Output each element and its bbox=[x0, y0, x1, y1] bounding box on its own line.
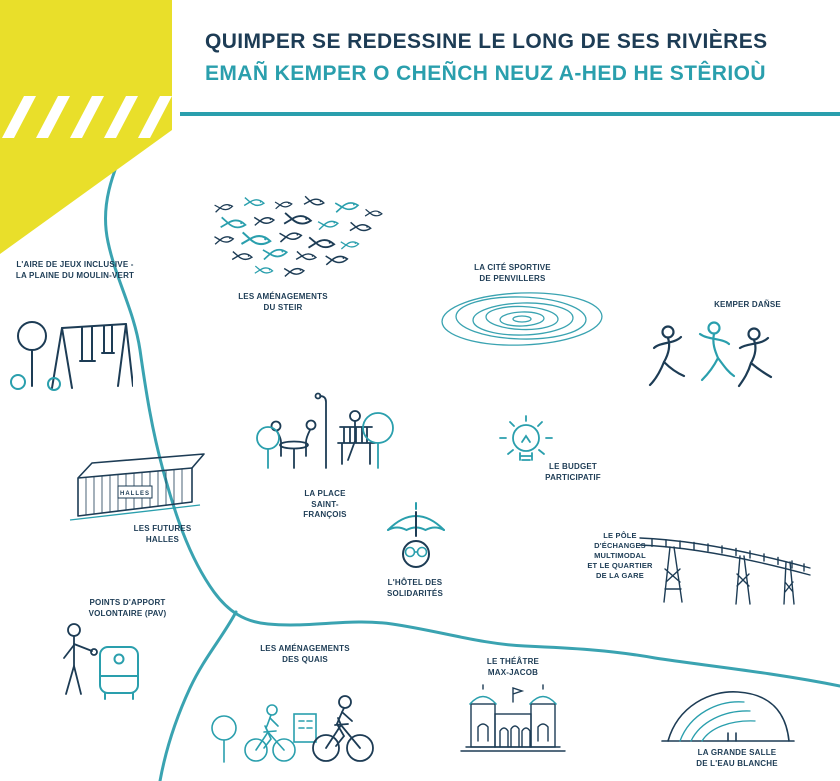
location-label-amenagements-steir: LES AMÉNAGEMENTS DU STEIR bbox=[238, 292, 328, 312]
location-label-grande-salle: LA GRANDE SALLE DE L'EAU BLANCHE bbox=[696, 748, 778, 768]
cyclists-icon bbox=[211, 695, 374, 763]
location-label-futures-halles: LES FUTURES HALLES bbox=[133, 524, 192, 544]
waste-drop-off-icon bbox=[63, 623, 139, 700]
location-label-hotel-des-solidarites: L'HÔTEL DES SOLIDARITÉS bbox=[387, 578, 443, 598]
location-label-kemper-danse: KEMPER DAÑSE bbox=[714, 300, 781, 309]
location-label-theatre-max-jacob: LE THÉÂTRE MAX-JACOB bbox=[486, 657, 540, 677]
location-label-cite-sportive: LA CITÉ SPORTIVE DE PENVILLERS bbox=[474, 263, 551, 283]
location-label-pav: POINTS D'APPORT VOLONTAIRE (PAV) bbox=[88, 598, 167, 618]
arena-icon bbox=[661, 691, 795, 742]
market-hall-icon: HALLES bbox=[69, 453, 205, 521]
running-track-icon bbox=[441, 292, 603, 346]
umbrella-person-icon bbox=[387, 502, 445, 568]
page-subtitle: EMAÑ KEMPER O CHEÑCH NEUZ A-HED HE STÊRI… bbox=[205, 62, 766, 85]
lightbulb-icon bbox=[499, 415, 553, 461]
location-label-amenagements-quais: LES AMÉNAGEMENTS DES QUAIS bbox=[260, 644, 350, 664]
location-label-aire-de-jeux: L'AIRE DE JEUX INCLUSIVE - LA PLAINE DU … bbox=[15, 260, 135, 280]
location-label-pole-echanges: LE PÔLE D'ÉCHANGES MULTIMODAL ET LE QUAR… bbox=[587, 531, 653, 580]
dancers-icon bbox=[648, 321, 773, 388]
halles-sign-text: HALLES bbox=[120, 491, 150, 497]
yellow-corner-banner-icon bbox=[0, 0, 172, 254]
page-title: QUIMPER SE REDESSINE LE LONG DE SES RIVI… bbox=[205, 30, 768, 53]
location-label-budget-participatif: LE BUDGET PARTICIPATIF bbox=[545, 462, 601, 482]
public-square-icon bbox=[256, 392, 394, 469]
viaduct-icon bbox=[639, 537, 811, 605]
playground-icon bbox=[10, 321, 133, 391]
header-rule bbox=[180, 112, 840, 116]
fish-school-icon bbox=[213, 195, 383, 278]
location-label-place-saint-francois: LA PLACE SAINT- FRANÇOIS bbox=[303, 489, 347, 520]
theatre-facade-icon bbox=[460, 684, 566, 752]
